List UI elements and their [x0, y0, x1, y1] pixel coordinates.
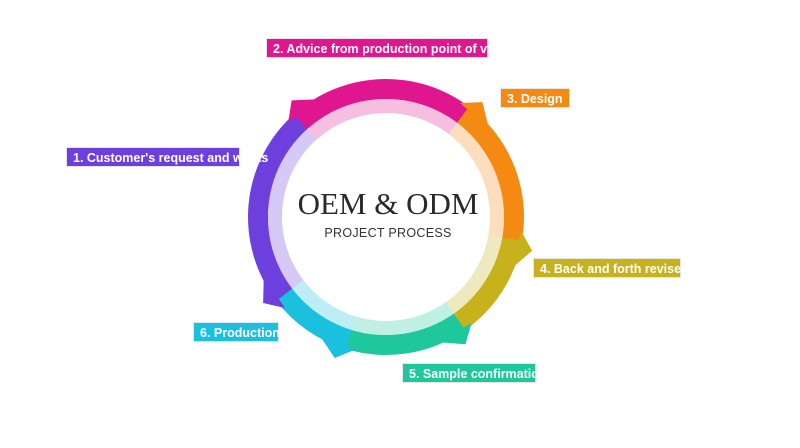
- ring-segment-1: [248, 113, 308, 302]
- ring-arrows: [263, 99, 533, 358]
- step-label-6: 6. Production: [193, 322, 280, 342]
- ring-segment-inner-1: [268, 128, 318, 290]
- ring-segment-6: [276, 288, 352, 349]
- ring-segment-inner-4: [444, 235, 503, 315]
- step-label-5: 5. Sample confirmation: [402, 363, 547, 383]
- step-label-3: 3. Design: [500, 88, 570, 108]
- ring-segment-5: [344, 313, 466, 355]
- ring-segment-inner-6: [292, 280, 356, 330]
- step-label-1: 1. Customer's request and wants: [66, 147, 268, 167]
- ring-segment-4: [452, 237, 522, 331]
- step-label-4: 4. Back and forth revise: [533, 258, 681, 278]
- ring-segment-inner-2: [307, 99, 458, 140]
- ring-segment-3: [457, 106, 524, 243]
- center-disc: [286, 117, 486, 317]
- ring-segment-2: [293, 78, 471, 130]
- ring-arrow-3: [460, 102, 489, 128]
- ring-segment-inner-5: [350, 302, 454, 336]
- ring-segment-inner-3: [448, 122, 504, 239]
- process-ring: [248, 78, 524, 355]
- diagram-subtitle: PROJECT PROCESS: [324, 226, 452, 240]
- ring-arrow-5: [439, 322, 472, 345]
- ring-arrow-6: [320, 335, 356, 358]
- step-label-2: 2. Advice from production point of view: [266, 38, 507, 58]
- ring-arrow-2: [288, 99, 318, 123]
- diagram-title: OEM & ODM: [297, 186, 479, 221]
- ring-arrow-1: [263, 276, 285, 309]
- ring-arrow-4: [512, 231, 533, 268]
